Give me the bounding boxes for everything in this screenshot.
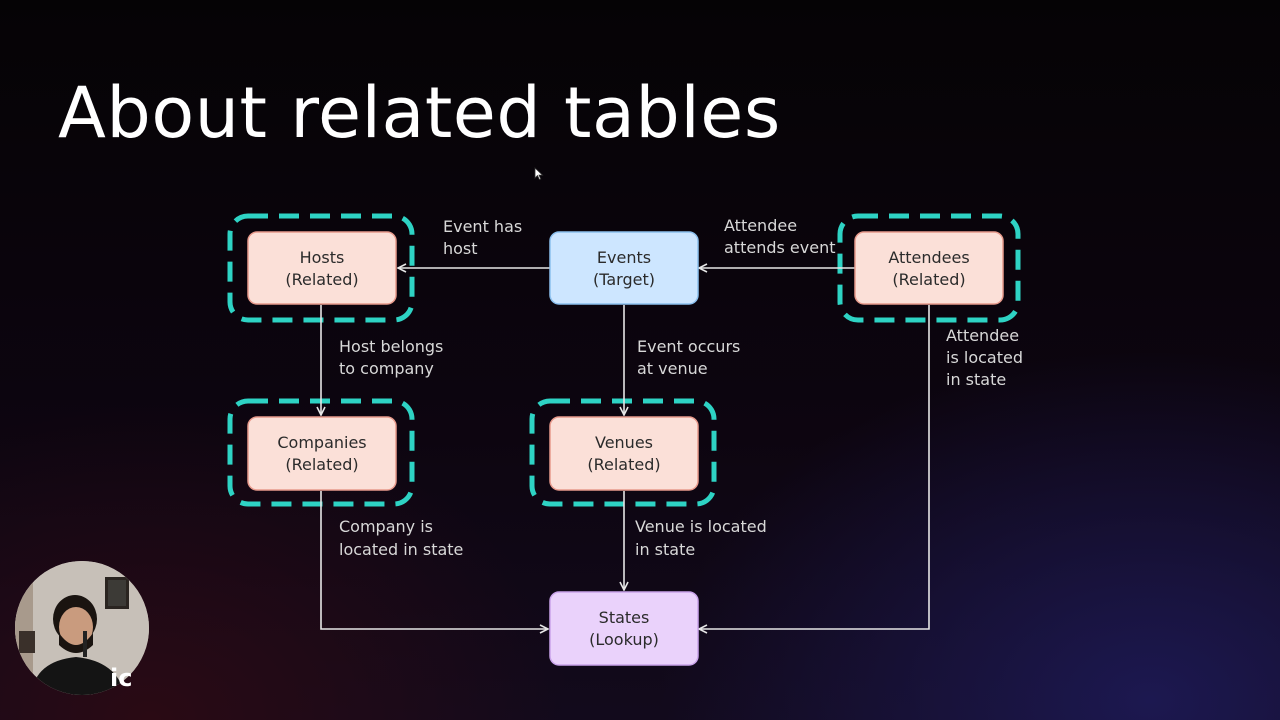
node-venues: Venues (Related) <box>549 416 699 491</box>
edge-label-attendees-states: Attendee is located in state <box>946 326 1023 389</box>
edge-label-line: is located <box>946 348 1023 367</box>
node-box <box>247 416 397 491</box>
edge-label-line: in state <box>946 370 1006 389</box>
edge-label-line: Attendee <box>946 326 1019 345</box>
highlight-frame-venues <box>529 398 717 507</box>
channel-logo-text: ic <box>110 664 133 692</box>
node-role: (Lookup) <box>589 630 659 649</box>
edge-companies-states <box>320 491 548 629</box>
edge-label-line: to company <box>339 359 434 378</box>
edge-label-line: Host belongs <box>339 337 443 356</box>
node-box <box>854 231 1004 305</box>
node-title: Companies <box>277 433 366 452</box>
edge-label-companies-states: Company is located in state <box>339 517 463 559</box>
edge-label-events-venues: Event occurs at venue <box>637 337 740 378</box>
node-events: Events (Target) <box>549 231 699 305</box>
node-box <box>549 416 699 491</box>
node-role: (Related) <box>285 270 358 289</box>
edge-label-hosts-companies: Host belongs to company <box>339 337 443 378</box>
edge-label-line: in state <box>635 540 695 559</box>
edge-label-line: attends event <box>724 238 835 257</box>
edge-attendees-states <box>699 305 930 629</box>
node-title: Events <box>597 248 651 267</box>
connectors <box>320 268 930 629</box>
edge-label-line: Event occurs <box>637 337 740 356</box>
edge-labels: Event has host Attendee attends event Ho… <box>339 216 1023 559</box>
slide-title: About related tables <box>58 72 781 154</box>
edge-label-events-hosts: Event has host <box>443 217 522 258</box>
edge-label-attendees-events: Attendee attends event <box>724 216 835 257</box>
node-role: (Related) <box>587 455 660 474</box>
mouse-pointer-icon <box>534 167 544 181</box>
edge-label-line: located in state <box>339 540 463 559</box>
node-title: Attendees <box>888 248 969 267</box>
edge-label-line: Venue is located <box>635 517 767 536</box>
edge-label-line: host <box>443 239 478 258</box>
presenter-webcam <box>15 561 149 695</box>
node-role: (Related) <box>285 455 358 474</box>
node-box <box>549 231 699 305</box>
node-title: Venues <box>595 433 653 452</box>
presenter-avatar <box>15 561 149 695</box>
node-companies: Companies (Related) <box>247 416 397 491</box>
edge-label-venues-states: Venue is located in state <box>635 517 767 559</box>
node-states: States (Lookup) <box>549 591 699 666</box>
node-title: Hosts <box>300 248 345 267</box>
edge-label-line: Event has <box>443 217 522 236</box>
node-attendees: Attendees (Related) <box>854 231 1004 305</box>
node-box <box>549 591 699 666</box>
node-role: (Related) <box>892 270 965 289</box>
node-role: (Target) <box>593 270 655 289</box>
edge-label-line: Attendee <box>724 216 797 235</box>
node-hosts: Hosts (Related) <box>247 231 397 305</box>
edge-label-line: Company is <box>339 517 433 536</box>
node-box <box>247 231 397 305</box>
edge-label-line: at venue <box>637 359 708 378</box>
node-title: States <box>599 608 650 627</box>
